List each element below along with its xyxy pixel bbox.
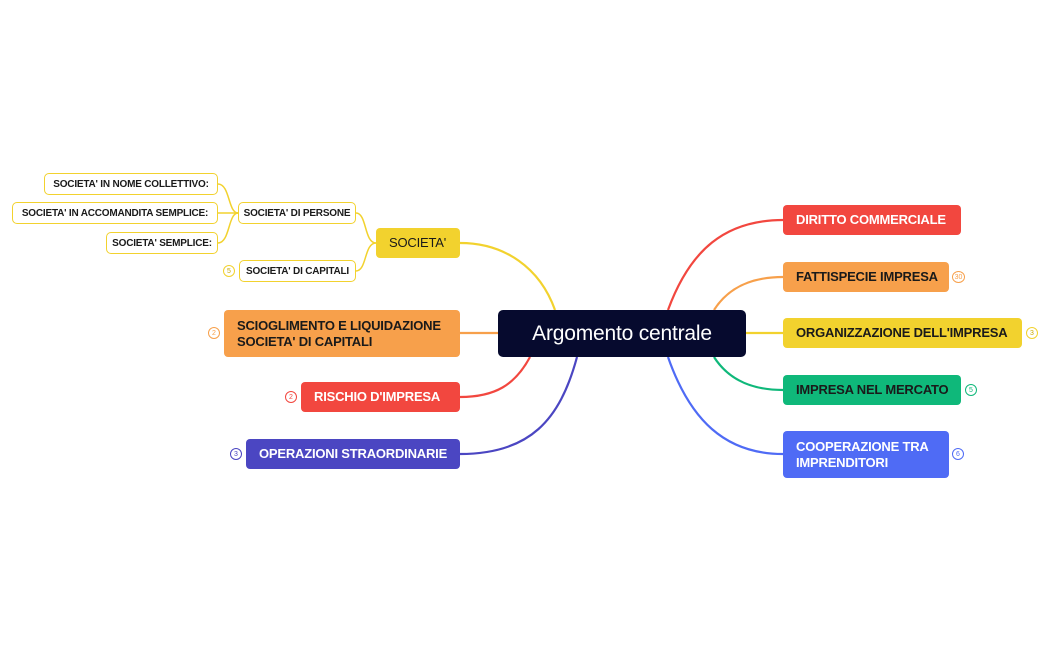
link-diritto-commerciale xyxy=(666,218,784,311)
topic-organizzazione-impresa[interactable]: ORGANIZZAZIONE DELL'IMPRESA xyxy=(783,318,1022,348)
subtopic-societa-accomandita-semplice[interactable]: SOCIETA' IN ACCOMANDITA SEMPLICE: xyxy=(12,202,218,224)
link-cooperazione xyxy=(666,356,784,456)
topic-scioglimento-liquidazione[interactable]: SCIOGLIMENTO E LIQUIDAZIONE SOCIETA' DI … xyxy=(224,310,460,357)
link-persone-collettivo xyxy=(217,183,239,214)
central-topic[interactable]: Argomento centrale xyxy=(498,310,746,357)
subtopic-societa-di-capitali[interactable]: SOCIETA' DI CAPITALI xyxy=(239,260,356,282)
subtopic-societa-di-persone[interactable]: SOCIETA' DI PERSONE xyxy=(238,202,356,224)
link-persone-semplice xyxy=(217,212,239,244)
subtopic-societa-nome-collettivo[interactable]: SOCIETA' IN NOME COLLETTIVO: xyxy=(44,173,218,195)
collapsed-count-badge[interactable]: 2 xyxy=(208,327,220,339)
topic-diritto-commerciale[interactable]: DIRITTO COMMERCIALE xyxy=(783,205,961,235)
topic-operazioni-straordinarie[interactable]: OPERAZIONI STRAORDINARIE xyxy=(246,439,460,469)
link-impresa-mercato xyxy=(713,356,784,392)
topic-societa[interactable]: SOCIETA' xyxy=(376,228,460,258)
topic-fattispecie-impresa[interactable]: FATTISPECIE IMPRESA xyxy=(783,262,949,292)
link-societa xyxy=(459,241,557,311)
link-fattispecie-impresa xyxy=(713,275,784,311)
link-societa-persone xyxy=(355,212,377,244)
collapsed-count-badge[interactable]: 3 xyxy=(1026,327,1038,339)
subtopic-societa-semplice[interactable]: SOCIETA' SEMPLICE: xyxy=(106,232,218,254)
collapsed-count-badge[interactable]: 30 xyxy=(952,271,965,283)
topic-impresa-nel-mercato[interactable]: IMPRESA NEL MERCATO xyxy=(783,375,961,405)
collapsed-count-badge[interactable]: 5 xyxy=(223,265,235,277)
collapsed-count-badge[interactable]: 5 xyxy=(965,384,977,396)
collapsed-count-badge[interactable]: 6 xyxy=(952,448,964,460)
collapsed-count-badge[interactable]: 3 xyxy=(230,448,242,460)
link-operazioni xyxy=(459,356,579,456)
link-rischio xyxy=(459,356,531,399)
topic-cooperazione-imprenditori[interactable]: COOPERAZIONE TRA IMPRENDITORI xyxy=(783,431,949,478)
collapsed-count-badge[interactable]: 2 xyxy=(285,391,297,403)
topic-rischio-impresa[interactable]: RISCHIO D'IMPRESA xyxy=(301,382,460,412)
link-societa-capitali xyxy=(355,242,377,272)
